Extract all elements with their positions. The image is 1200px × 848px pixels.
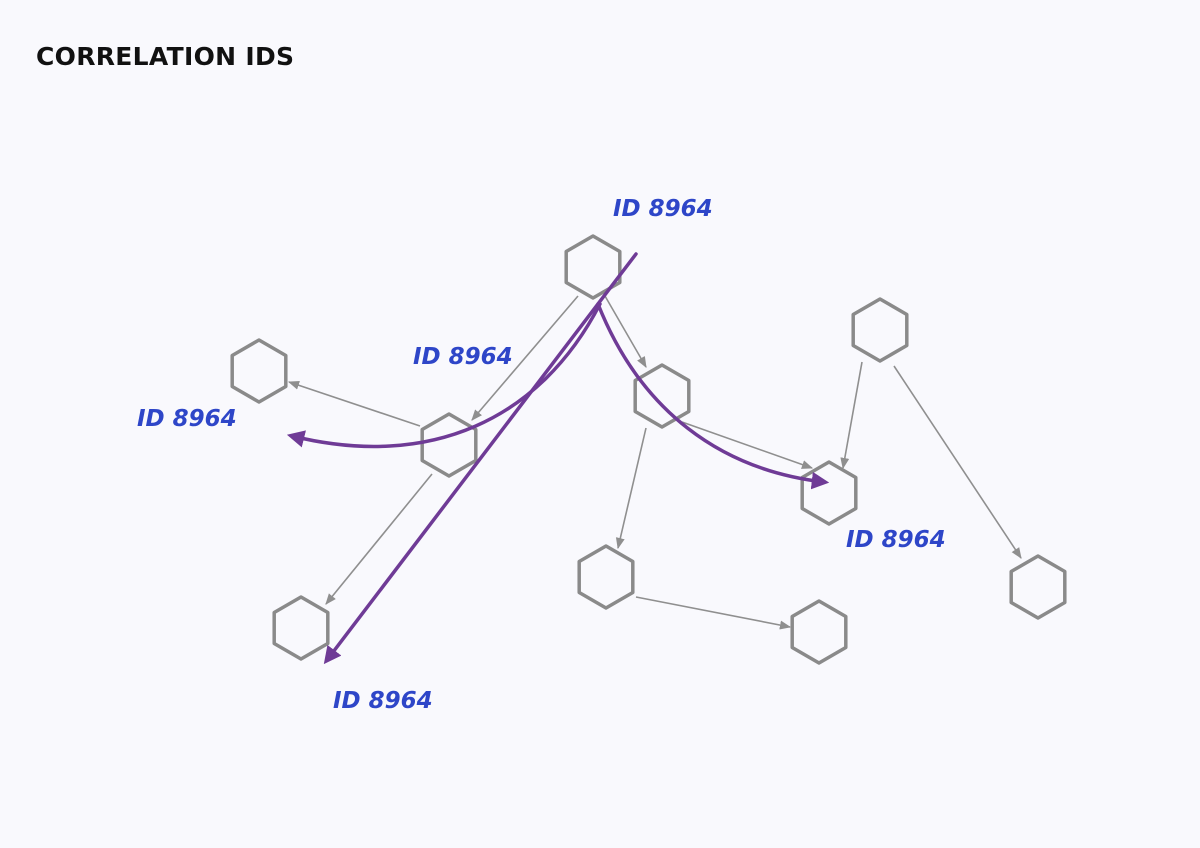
trace-path-left — [286, 302, 602, 449]
label-bottom: ID 8964 — [333, 688, 433, 714]
hexagon-node-right-top — [851, 297, 909, 363]
edges-layer — [287, 295, 1022, 630]
hexagon-node-center-bottom — [577, 544, 635, 610]
trace-path-straight — [323, 252, 638, 665]
edge-n-center-left-to-n-bottom-left — [325, 473, 433, 605]
traces-layer — [286, 252, 830, 665]
edge-n-top-to-n-center-left — [471, 295, 579, 421]
edge-n-center-left-to-n-left-upper — [287, 380, 421, 427]
hexagon-node-bottom-left — [272, 595, 330, 661]
label-left: ID 8964 — [137, 406, 237, 432]
labels-layer: ID 8964 ID 8964 ID 8964 ID 8964 ID 8964 — [137, 196, 946, 714]
edge-n-center-bottom-to-n-bottom-right — [635, 596, 792, 630]
trace-path-right — [596, 302, 830, 490]
hexagon-node-center-right — [633, 363, 691, 429]
hexagon-node-left-upper — [230, 338, 288, 404]
page-title: CORRELATION IDS — [36, 42, 295, 71]
edge-n-center-right-to-n-center-bottom — [615, 427, 647, 550]
label-right: ID 8964 — [846, 527, 946, 553]
hexagon-node-bottom-right — [790, 599, 848, 665]
hexagon-node-far-right — [1009, 554, 1067, 620]
hexagon-node-top — [564, 234, 622, 300]
edge-n-top-to-n-center-right — [604, 295, 647, 368]
hexagon-node-center-left — [420, 412, 478, 478]
label-top: ID 8964 — [613, 196, 713, 222]
edge-n-right-top-to-n-far-right — [893, 365, 1022, 559]
edge-n-center-right-to-n-right-mid — [681, 421, 814, 469]
edge-n-right-top-to-n-right-mid — [840, 361, 863, 470]
label-mid: ID 8964 — [413, 344, 513, 370]
hexagon-node-right-mid — [800, 460, 858, 526]
